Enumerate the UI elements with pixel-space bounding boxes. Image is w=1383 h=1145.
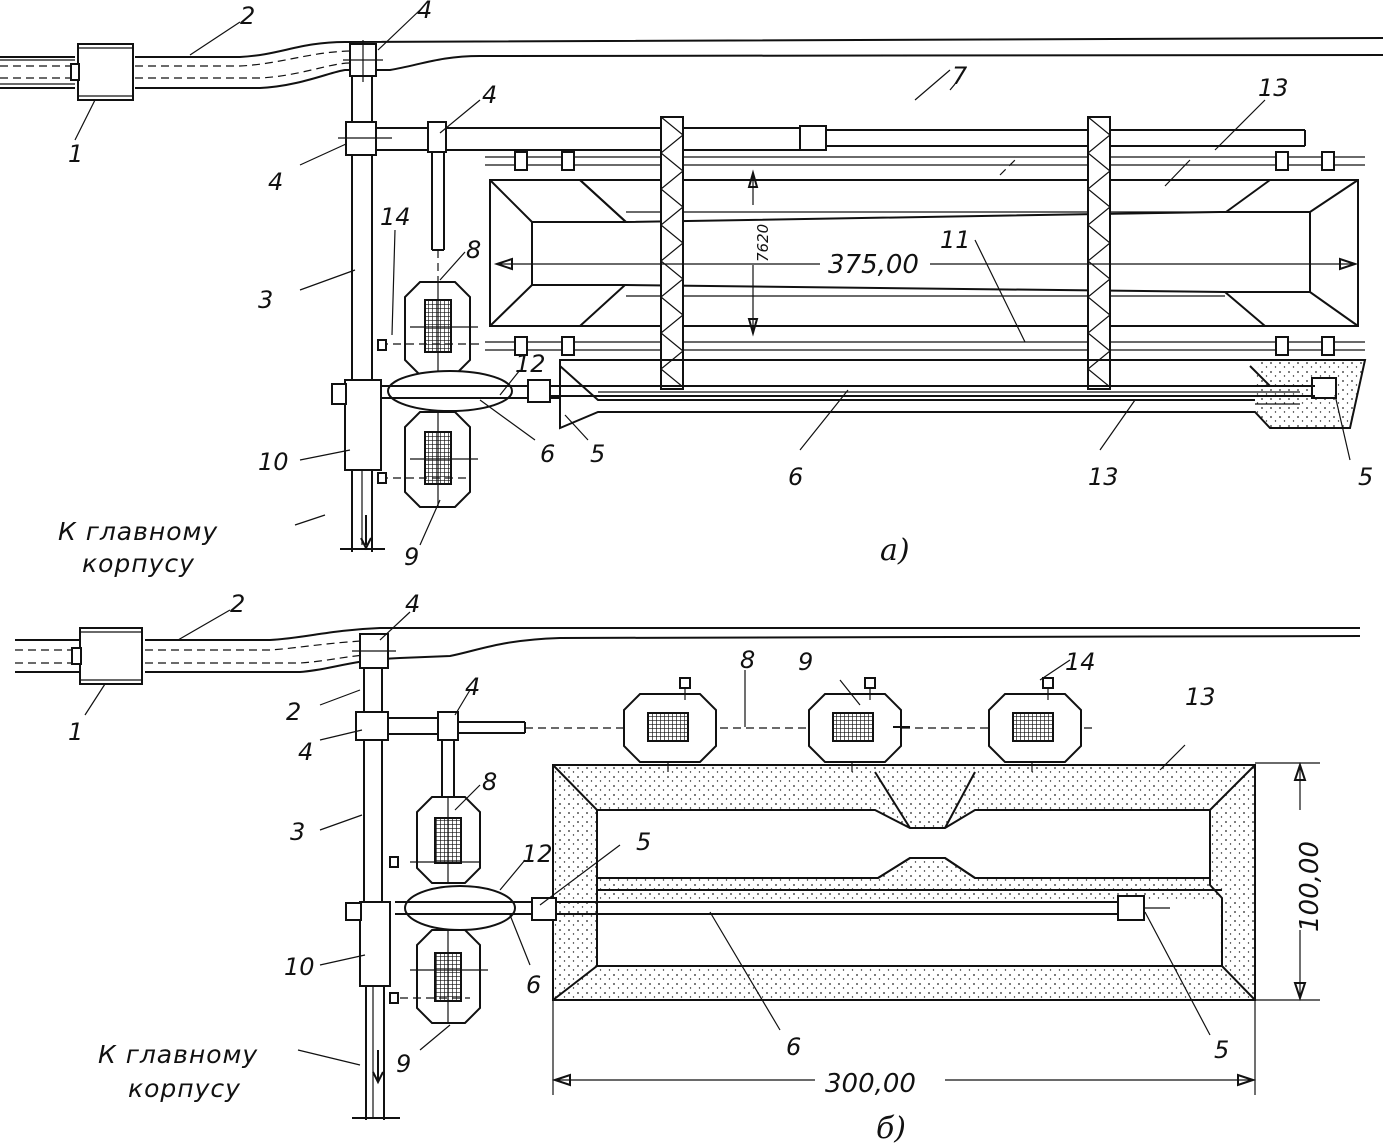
valve-4-mid-a (427, 121, 447, 153)
label-10-b: 10 (284, 953, 315, 981)
label-4c-b: 4 (298, 738, 313, 766)
small-valves-a (514, 151, 1335, 356)
label-8a-b: 8 (740, 646, 755, 674)
plan-b: 300,00 100,00 (15, 590, 1361, 1145)
label-14-a: 14 (380, 203, 411, 231)
valve-5-left-a (527, 379, 551, 403)
label-4b-a: 4 (482, 81, 497, 109)
leaders-a (74, 9, 1351, 546)
label-2-a: 2 (240, 2, 255, 30)
label-4a-a: 4 (417, 0, 432, 24)
sludge-strip-a (559, 359, 1367, 430)
label-9-a: 9 (404, 543, 419, 571)
intake-structure-1-b (71, 627, 143, 685)
plan-a: 375,00 7620 (0, 0, 1383, 578)
label-6b-a: 6 (788, 463, 803, 491)
label-9a-b: 9 (798, 648, 813, 676)
distributor-12-b (404, 885, 516, 931)
label-1-b: 1 (68, 718, 83, 746)
label-4a-b: 4 (405, 590, 420, 618)
dimension-width-b: 100,00 (1255, 761, 1325, 1002)
settling-basin-a (489, 179, 1359, 327)
pump-10-a (344, 379, 382, 471)
caption-b-line1: К главному (98, 1040, 258, 1069)
dimension-width-a: 7620 (747, 169, 772, 337)
supply-canal-a (0, 37, 1383, 89)
leaders-b (84, 609, 1211, 1066)
supply-canal-b (15, 627, 1361, 673)
valve-5-left-b (531, 897, 557, 921)
label-13-b: 13 (1185, 683, 1216, 711)
label-1-a: 1 (68, 140, 83, 168)
valve-4-mid-b (437, 711, 459, 741)
label-6a-b: 6 (526, 971, 541, 999)
cell-8-b (389, 796, 481, 884)
label-11-a: 11 (940, 226, 971, 254)
caption-a-line1: К главному (58, 517, 218, 546)
label-3-b: 3 (290, 818, 305, 846)
label-5b-a: 5 (1358, 463, 1373, 491)
pump-10-b (359, 901, 391, 987)
intake-structure-1-a (70, 43, 134, 101)
cell-row-2-b (808, 677, 910, 772)
label-5a-b: 5 (636, 828, 651, 856)
caption-b-line2: корпусу (128, 1074, 241, 1103)
label-13b-a: 13 (1088, 463, 1119, 491)
dimension-length-b-text: 300,00 (825, 1069, 916, 1099)
label-12-a: 12 (515, 350, 546, 378)
valve-4-left-b (355, 711, 389, 741)
label-4c-a: 4 (268, 168, 283, 196)
trestle-right-a (1087, 116, 1111, 390)
label-3-a: 3 (258, 286, 273, 314)
label-6a-a: 6 (540, 440, 555, 468)
conduit-3-a (340, 76, 385, 552)
valve-4-right-a (799, 125, 827, 151)
label-5b-b: 5 (1214, 1036, 1229, 1064)
dimension-length-a: 375,00 (493, 250, 1359, 280)
dimension-width-a-text: 7620 (754, 224, 772, 262)
label-7-a: 7 (952, 62, 968, 90)
label-14-b: 14 (1065, 648, 1096, 676)
label-5a-a: 5 (590, 440, 605, 468)
cell-row-3-b (988, 677, 1082, 772)
valve-5-right-b (1117, 895, 1145, 921)
trestle-left-a (660, 116, 684, 390)
subcaption-b: б) (876, 1111, 906, 1145)
distributor-12-a (387, 370, 513, 412)
label-8-a: 8 (466, 236, 481, 264)
label-2b-b: 2 (286, 698, 301, 726)
settling-basin-b (552, 764, 1256, 1001)
label-9b-b: 9 (396, 1050, 411, 1078)
label-6b-b: 6 (786, 1033, 801, 1061)
cell-row-1-b (623, 677, 717, 772)
dimension-length-a-text: 375,00 (828, 250, 919, 280)
label-8b-b: 8 (482, 768, 497, 796)
label-10-a: 10 (258, 448, 289, 476)
cell-9-a (377, 411, 478, 508)
cell-9-b (389, 929, 488, 1024)
dimension-length-b: 300,00 (551, 1000, 1257, 1099)
conduit-3-b (352, 668, 400, 1120)
subcaption-a: а) (880, 533, 910, 568)
label-13a-a: 13 (1258, 74, 1289, 102)
label-2a-b: 2 (230, 590, 245, 618)
caption-a-line2: корпусу (82, 549, 195, 578)
label-4b-b: 4 (465, 673, 480, 701)
cell-8-a (377, 281, 480, 376)
label-12-b: 12 (522, 840, 553, 868)
dimension-width-b-text: 100,00 (1295, 841, 1325, 932)
